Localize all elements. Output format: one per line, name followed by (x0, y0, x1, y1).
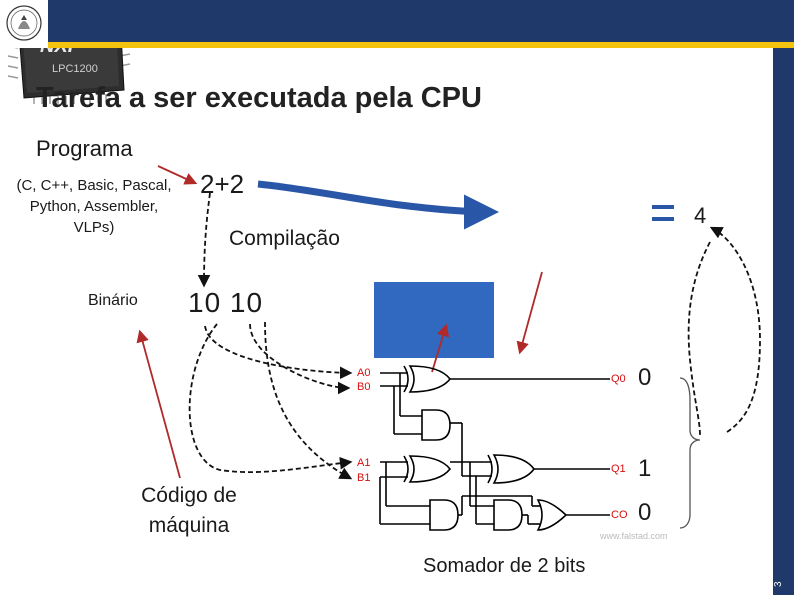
slide-title: Tarefa a ser executada pela CPU (36, 82, 482, 114)
output-q0-value: 0 (638, 364, 652, 391)
expression-text: 2+2 (200, 169, 245, 199)
header-accent-strip (0, 42, 794, 48)
adder-caption: Somador de 2 bits (423, 555, 586, 577)
pin-a0: A0 (357, 367, 371, 379)
university-seal-icon (6, 5, 42, 41)
pin-b0: B0 (357, 381, 371, 393)
side-bar (773, 48, 794, 595)
pin-a1: A1 (357, 457, 371, 469)
output-brace (679, 377, 701, 529)
pin-q0: Q0 (611, 373, 626, 385)
pin-b1: B1 (357, 472, 371, 484)
output-co-value: 0 (638, 499, 652, 526)
machine-code-arrow (136, 329, 181, 479)
pin-q1: Q1 (611, 463, 626, 475)
header-bar (0, 0, 794, 42)
program-arrow (157, 165, 198, 185)
chip-arrow-right (516, 271, 543, 355)
binary-value: 10 10 (188, 287, 264, 318)
equals-sign (652, 205, 674, 221)
chip-arrow-left (431, 323, 450, 373)
result-value: 4 (694, 203, 707, 228)
pin-co: CO (611, 509, 628, 521)
cpu-block (374, 282, 494, 358)
program-label: Programa (36, 136, 133, 161)
compile-label: Compilação (229, 227, 340, 250)
compile-arrow (257, 180, 499, 230)
languages-list: (C, C++, Basic, Pascal, Python, Assemble… (16, 177, 172, 236)
chip-model: LPC1200 (52, 63, 98, 75)
circuit-watermark: www.falstad.com (600, 531, 668, 541)
output-q1-value: 1 (638, 455, 652, 482)
binary-label: Binário (88, 292, 138, 309)
machine-code-label: Código de máquina (141, 484, 237, 537)
